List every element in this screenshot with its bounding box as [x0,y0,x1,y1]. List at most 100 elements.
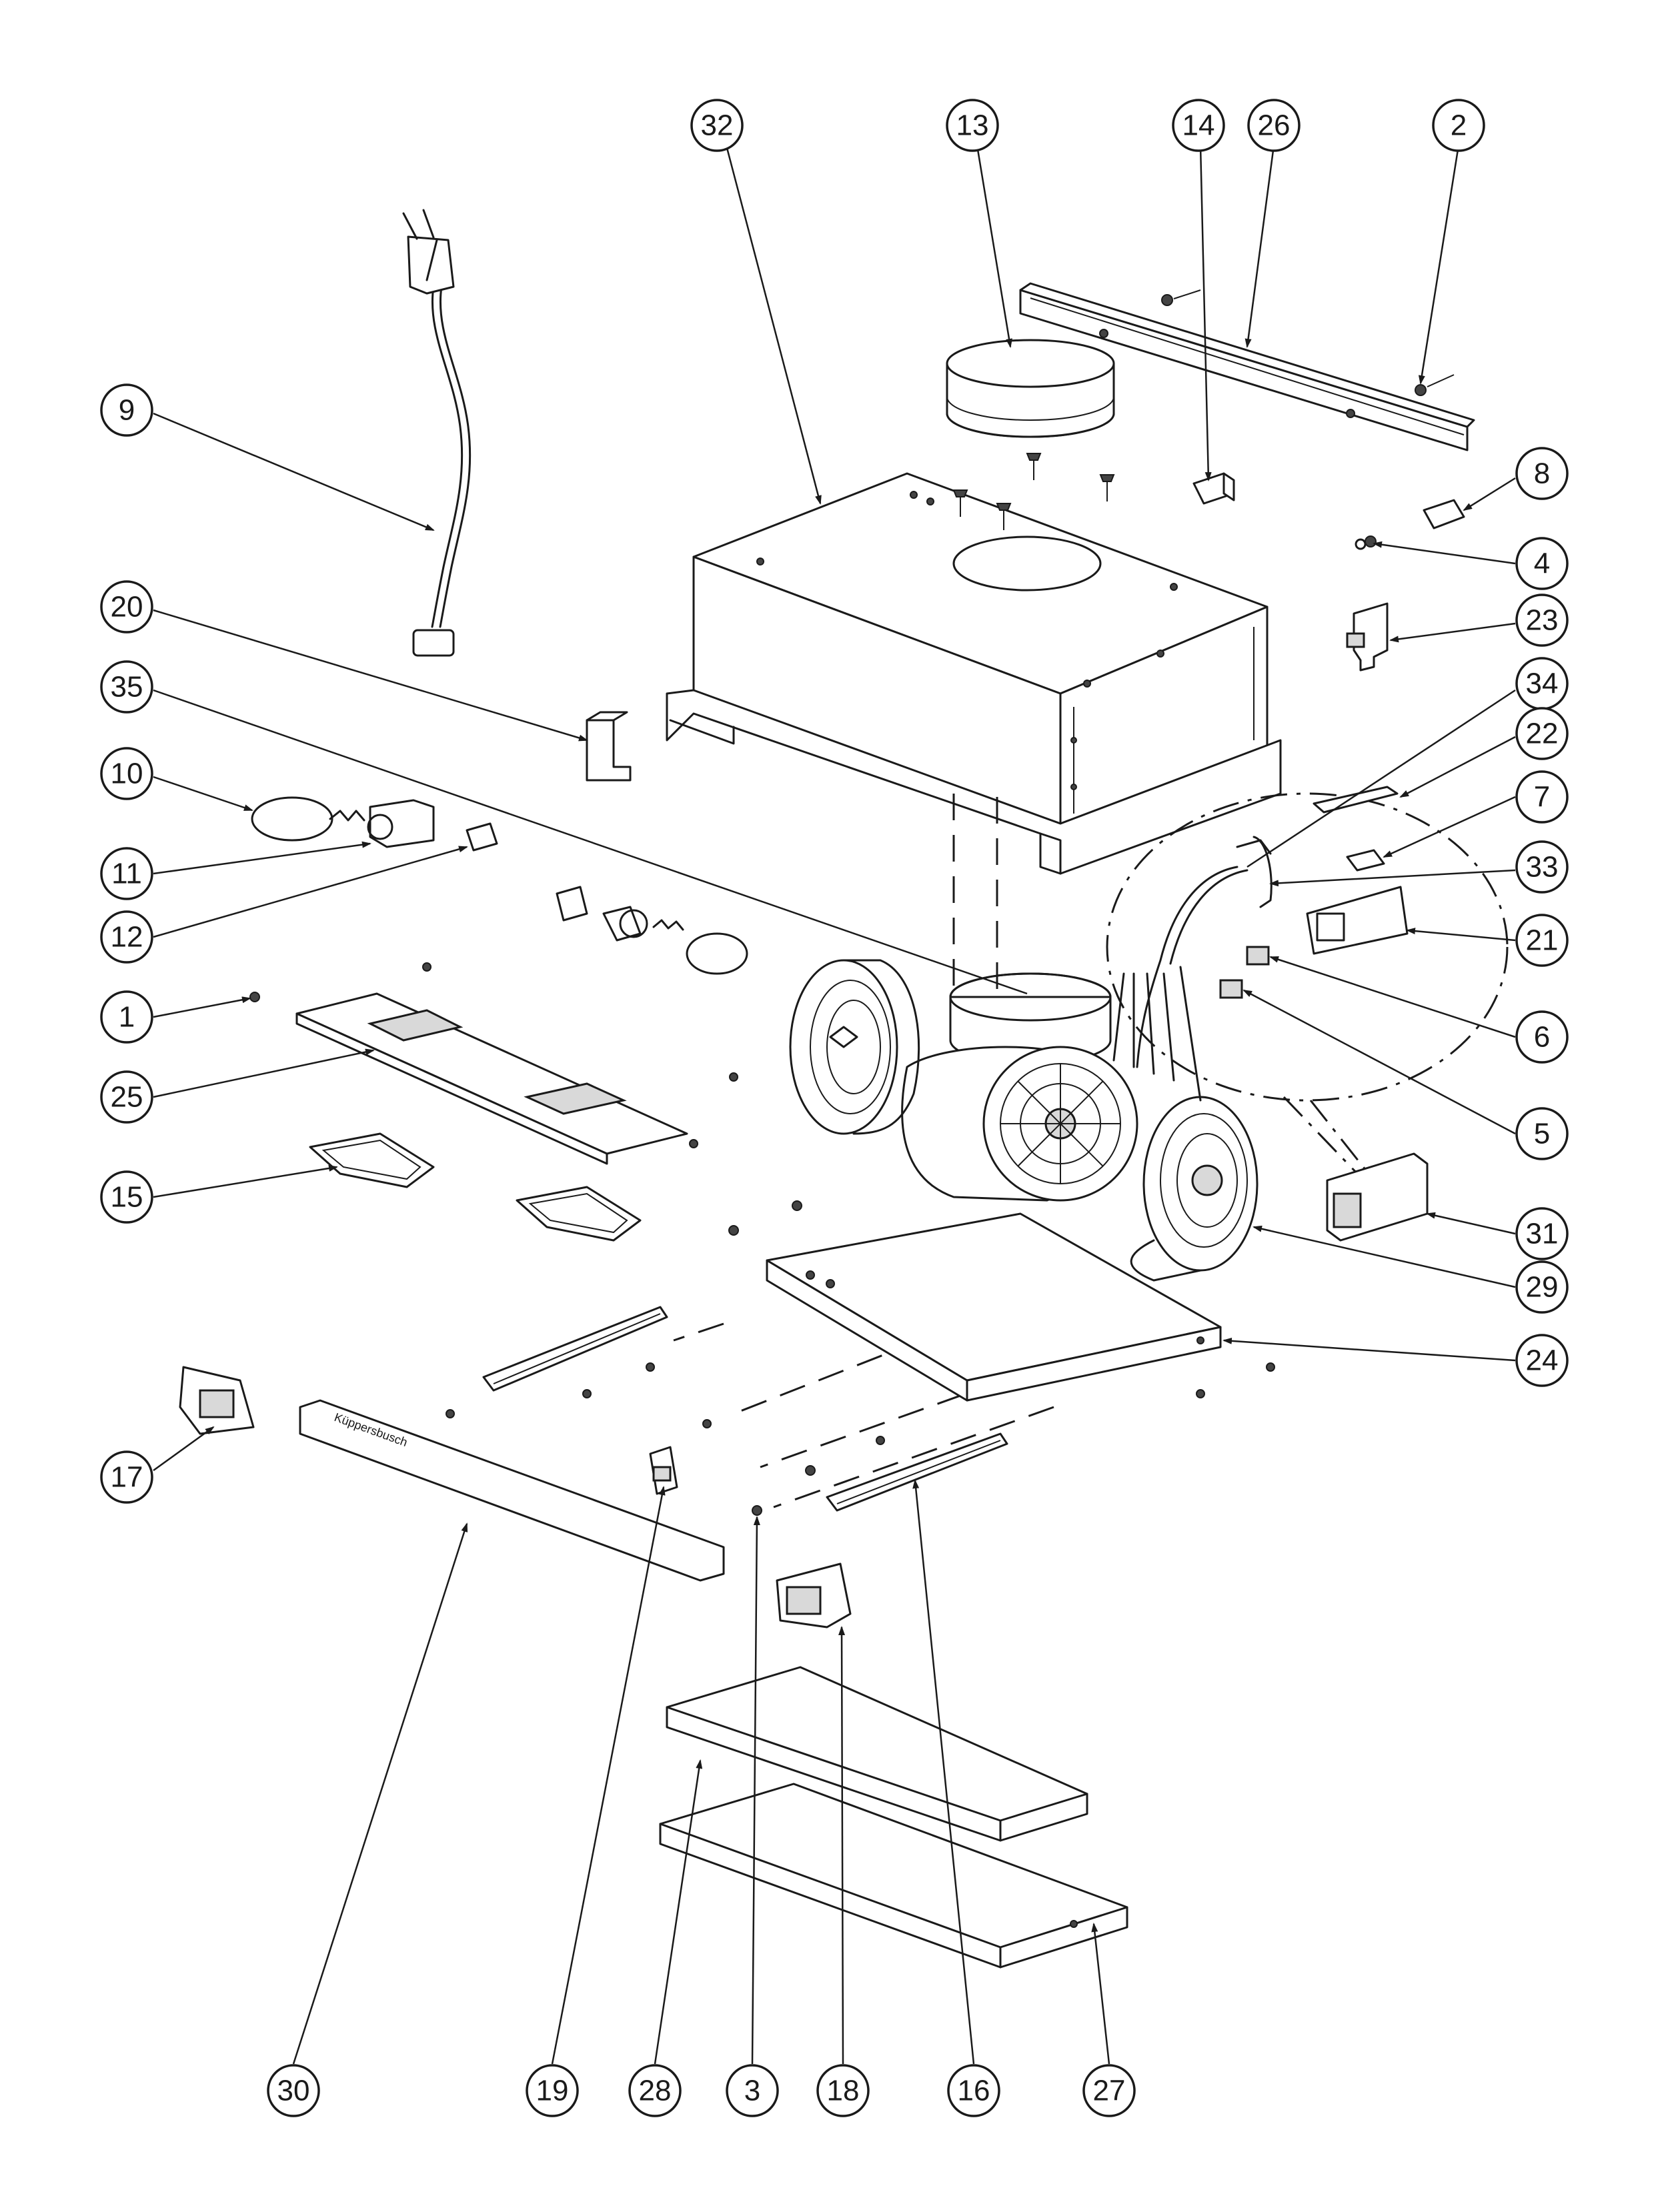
callout-30: 30 [267,2064,320,2117]
terminal-part [1355,499,1465,550]
callout-34: 34 [1515,657,1569,710]
callout-23: 23 [1515,594,1569,647]
duct-collar-part [946,339,1115,438]
svg-text:22: 22 [1526,718,1559,750]
svg-text:1: 1 [119,1001,135,1034]
hood-housing-part [666,472,1282,875]
fan-grille-right [1130,1096,1258,1282]
callout-21: 21 [1515,914,1569,967]
grease-filter-tray-right [516,1186,642,1242]
svg-text:33: 33 [1526,851,1559,884]
lamp-assembly-right [556,886,748,975]
wiring-detail-group [1106,792,1509,1181]
svg-text:27: 27 [1093,2075,1126,2107]
svg-text:20: 20 [111,591,143,624]
callout-25: 25 [100,1070,153,1124]
svg-text:4: 4 [1534,547,1550,580]
svg-text:29: 29 [1526,1271,1559,1304]
screw-hardware-lower [249,962,1275,1516]
callout-5: 5 [1515,1107,1569,1160]
svg-text:23: 23 [1526,604,1559,637]
fan-grille-left [789,959,920,1135]
svg-text:6: 6 [1534,1021,1550,1054]
callout-10: 10 [100,747,153,800]
svg-text:14: 14 [1182,109,1215,142]
callout-8: 8 [1515,447,1569,500]
svg-text:16: 16 [958,2075,990,2107]
switch-parts [1219,946,1270,999]
svg-text:32: 32 [701,109,734,142]
callout-31: 31 [1515,1207,1569,1260]
connector-part [1346,849,1385,872]
svg-text:17: 17 [111,1461,143,1494]
small-cap-part [649,1446,678,1495]
callout-9: 9 [100,383,153,437]
end-cap-left-part [179,1366,255,1435]
glass-panel-upper [666,1666,1088,1842]
svg-text:2: 2 [1451,109,1467,142]
callout-24: 24 [1515,1334,1569,1387]
callout-15: 15 [100,1170,153,1224]
callout-4: 4 [1515,537,1569,590]
switch-bracket-part [1346,602,1389,672]
callout-33: 33 [1515,840,1569,894]
callout-18: 18 [816,2064,870,2117]
callout-3: 3 [726,2064,779,2117]
rear-rail-part [1019,282,1475,451]
control-box-part [1326,1152,1429,1242]
callout-26: 26 [1247,99,1301,152]
svg-text:11: 11 [111,858,142,890]
svg-text:34: 34 [1526,668,1559,700]
power-cord-part [402,209,472,657]
callout-11: 11 [100,847,153,900]
callout-12: 12 [100,910,153,964]
glass-panel-lower [659,1783,1128,1969]
svg-text:30: 30 [277,2075,310,2107]
callout-14: 14 [1172,99,1225,152]
svg-text:26: 26 [1258,109,1291,142]
front-trim-panel-part: Küppersbusch [299,1399,725,1582]
callout-2: 2 [1432,99,1485,152]
screw-hardware [952,289,1455,530]
sliding-tray-part [766,1212,1222,1402]
grease-filter-tray-left [309,1132,435,1188]
callout-6: 6 [1515,1010,1569,1064]
svg-text:31: 31 [1526,1218,1559,1250]
cover-plate-part [1313,786,1399,814]
callout-28: 28 [628,2064,682,2117]
callout-27: 27 [1082,2064,1136,2117]
svg-text:21: 21 [1526,924,1559,957]
svg-text:5: 5 [1534,1118,1550,1150]
svg-text:9: 9 [119,394,135,427]
svg-text:15: 15 [111,1181,143,1214]
callout-35: 35 [100,660,153,714]
svg-text:3: 3 [744,2075,760,2107]
blower-motor-part [901,972,1138,1202]
slide-rail-left [482,1306,668,1392]
callout-13: 13 [946,99,999,152]
svg-text:24: 24 [1526,1344,1559,1377]
svg-text:13: 13 [956,109,989,142]
end-cap-right-part [776,1562,852,1628]
slide-rail-right [826,1432,1008,1512]
bracket-clip-part [1192,472,1235,505]
callout-16: 16 [947,2064,1000,2117]
callout-7: 7 [1515,770,1569,824]
svg-text:10: 10 [111,758,143,790]
callout-32: 32 [690,99,744,152]
callout-20: 20 [100,580,153,634]
svg-text:19: 19 [536,2075,569,2107]
leader-lines [153,145,1516,2065]
svg-text:28: 28 [639,2075,672,2107]
callout-22: 22 [1515,707,1569,760]
callout-17: 17 [100,1450,153,1504]
lamp-holder-bracket-part [586,711,632,782]
callout-1: 1 [100,990,153,1044]
callout-19: 19 [526,2064,579,2117]
svg-text:25: 25 [111,1081,143,1114]
svg-text:18: 18 [827,2075,860,2107]
switch-housing-part [1306,886,1409,955]
svg-text:12: 12 [111,921,143,954]
svg-text:7: 7 [1534,781,1550,814]
